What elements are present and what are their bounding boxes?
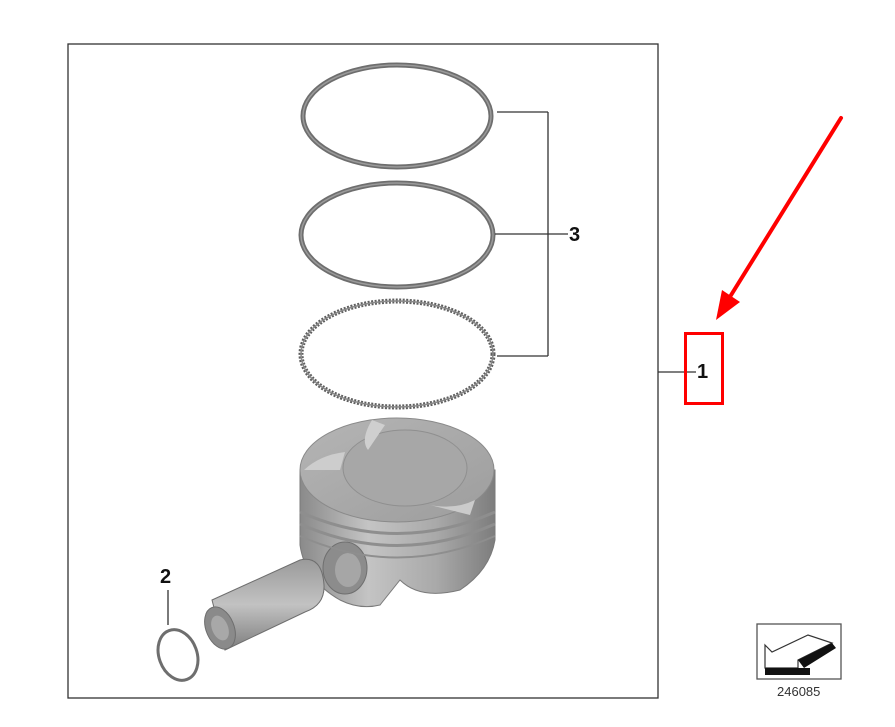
highlight-box-callout-1 — [684, 332, 724, 405]
piston — [299, 417, 496, 608]
diagram-number: 246085 — [777, 684, 821, 699]
piston-ring-oil-control — [298, 298, 496, 410]
piston-ring-top — [300, 62, 494, 170]
piston-ring-middle — [298, 180, 496, 290]
piston-pin — [204, 558, 325, 651]
annotation-arrow — [716, 116, 843, 320]
callout-2-label[interactable]: 2 — [160, 566, 172, 588]
callout-3-bracket — [495, 111, 568, 357]
back-arrow-icon[interactable] — [756, 623, 842, 680]
diagram-frame — [67, 43, 659, 699]
circlip — [156, 628, 200, 682]
callout-1-label[interactable]: 1 — [697, 361, 709, 383]
callout-3-label[interactable]: 3 — [569, 224, 581, 246]
